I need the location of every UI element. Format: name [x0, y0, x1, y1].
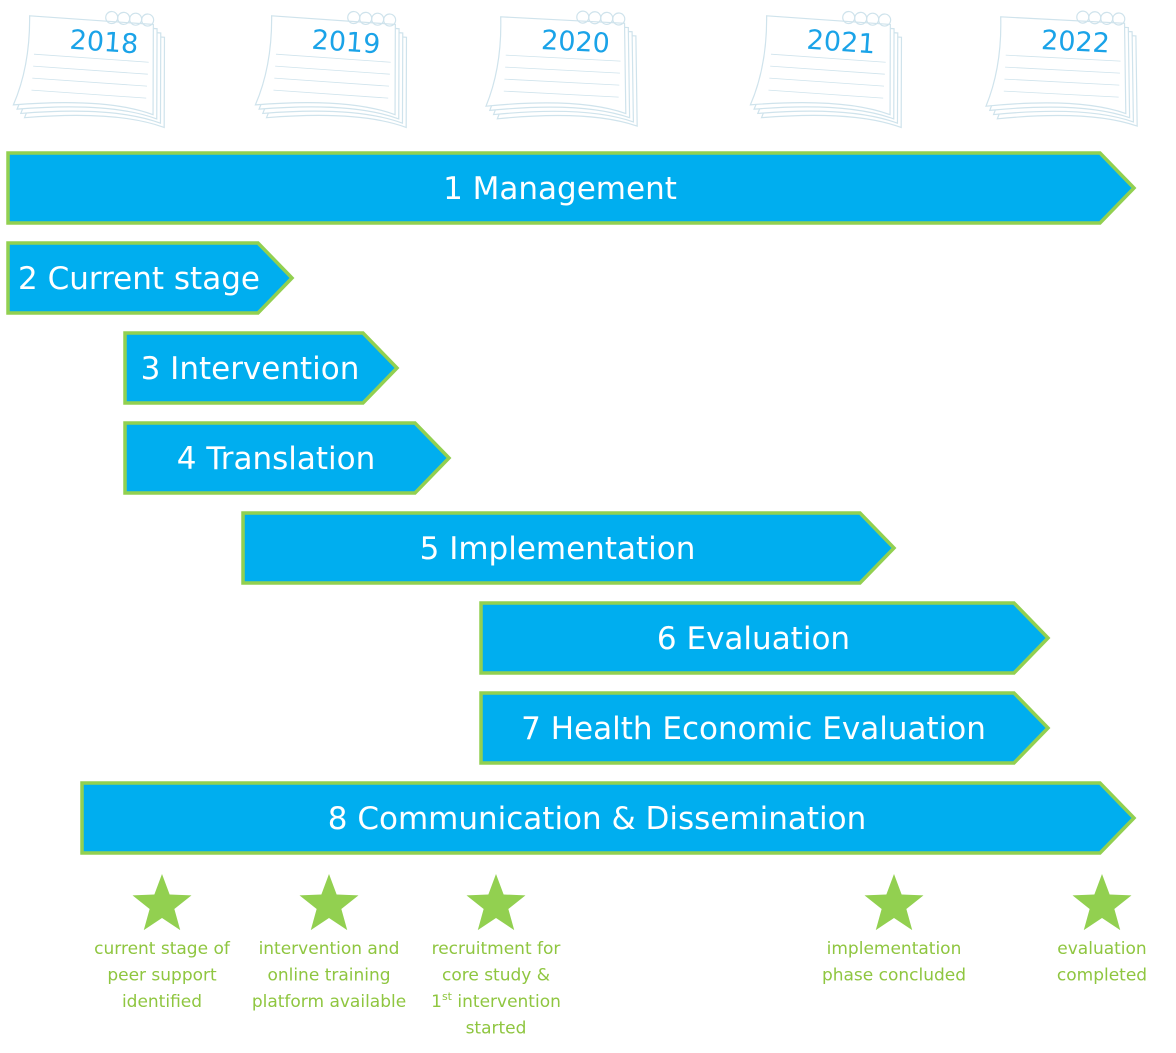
year-label: 2018	[69, 25, 140, 61]
arrow-shape	[479, 691, 1051, 765]
arrow-shape	[6, 241, 295, 315]
calendar-icon: 2018	[12, 10, 166, 129]
milestone-label: implementation	[827, 939, 962, 959]
bar-label: 2 Current stage	[18, 261, 260, 297]
work-package-bar: 5 Implementation	[241, 511, 897, 585]
bar-label: 1 Management	[443, 171, 677, 207]
milestone-label: core study &	[442, 966, 550, 986]
work-package-bar: 8 Communication & Dissemination	[80, 781, 1137, 855]
milestone-label: current stage of	[94, 939, 231, 959]
milestone: recruitment for core study & 1st intervent…	[431, 874, 561, 1039]
year-label: 2020	[540, 25, 610, 60]
milestone-label: phase concluded	[822, 966, 966, 986]
bar-label: 4 Translation	[177, 441, 376, 477]
star-icon	[1072, 874, 1132, 931]
milestone-label: platform available	[252, 992, 406, 1012]
work-package-bar: 6 Evaluation	[479, 601, 1051, 675]
milestone-label: evaluation	[1057, 939, 1146, 959]
work-package-bar: 7 Health Economic Evaluation	[479, 691, 1051, 765]
bar-label: 6 Evaluation	[657, 621, 850, 657]
bar-label: 5 Implementation	[420, 531, 696, 567]
year-label: 2019	[311, 25, 382, 61]
year-calendars: 2018 2019 2020 2021 2022	[12, 10, 1138, 129]
star-icon	[132, 874, 192, 931]
work-package-bar: 3 Intervention	[123, 331, 400, 405]
calendar-icon: 2022	[985, 10, 1138, 127]
milestone: implementation phase concluded	[822, 874, 966, 986]
bar-label: 7 Health Economic Evaluation	[521, 711, 986, 747]
milestone-label: completed	[1057, 966, 1147, 986]
work-package-bar: 2 Current stage	[6, 241, 295, 315]
milestone-label: identified	[122, 992, 202, 1012]
milestone: current stage of peer support identified	[94, 874, 231, 1012]
milestone-label: peer support	[107, 966, 217, 986]
calendar-icon: 2020	[485, 10, 638, 127]
arrow-shape	[123, 331, 400, 405]
calendar-icon: 2019	[254, 10, 408, 129]
milestone-label: online training	[267, 966, 390, 986]
milestone-label: 1st intervention	[431, 990, 561, 1012]
work-package-bar: 1 Management	[6, 151, 1137, 225]
year-label: 2021	[806, 25, 877, 61]
star-icon	[299, 874, 359, 931]
arrow-shape	[123, 421, 452, 495]
milestone-label: intervention and	[259, 939, 400, 959]
arrow-shape	[6, 151, 1137, 225]
milestone: evaluation completed	[1057, 874, 1147, 986]
calendar-icon: 2021	[749, 10, 903, 129]
arrow-shape	[479, 601, 1051, 675]
work-package-bars: 1 Management 2 Current stage 3 Interventio…	[6, 151, 1137, 855]
milestones: current stage of peer support identified in…	[94, 874, 1147, 1039]
milestone-label: recruitment for	[432, 939, 561, 959]
star-icon	[864, 874, 924, 931]
bar-label: 3 Intervention	[141, 351, 360, 387]
bar-label: 8 Communication & Dissemination	[328, 801, 867, 837]
milestone-label: started	[466, 1019, 527, 1039]
year-label: 2022	[1040, 25, 1110, 60]
arrow-shape	[241, 511, 897, 585]
arrow-shape	[80, 781, 1137, 855]
star-icon	[466, 874, 526, 931]
milestone: intervention and online training platform …	[252, 874, 406, 1012]
work-package-bar: 4 Translation	[123, 421, 452, 495]
